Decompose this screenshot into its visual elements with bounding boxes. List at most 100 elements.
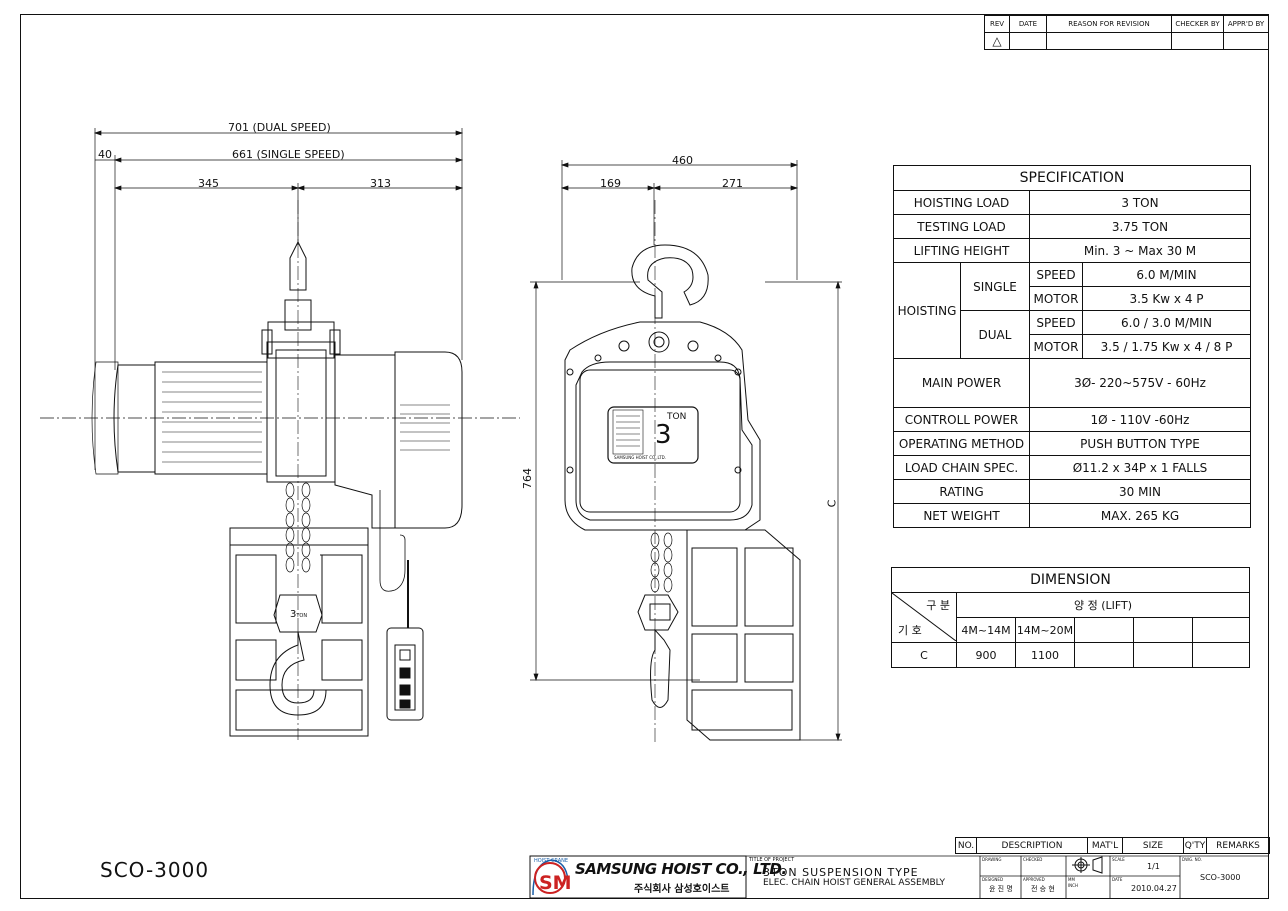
spec-label: MOTOR (1029, 286, 1083, 311)
dim-offset: 40 (98, 148, 112, 161)
spec-value: 6.0 M/MIN (1082, 262, 1251, 287)
dim-right: 313 (370, 177, 391, 190)
dimension-title: DIMENSION (891, 567, 1250, 593)
company-name-en: SAMSUNG HOIST CO., LTD. (575, 860, 787, 878)
dim-c: C (825, 499, 839, 508)
spec-label: NET WEIGHT (893, 503, 1030, 528)
dim-front-total: 460 (672, 154, 693, 167)
front-view-hoist (564, 244, 801, 741)
drawing-number: SCO-3000 (100, 858, 210, 882)
dim-single-speed: 661 (SINGLE SPEED) (232, 148, 345, 161)
dimension-val-empty (1074, 642, 1134, 668)
parts-header: SIZE (1122, 837, 1184, 854)
dimension-col-empty (1074, 617, 1134, 643)
parts-header: REMARKS (1206, 837, 1270, 854)
spec-value: 3.5 / 1.75 Kw x 4 / 8 P (1082, 334, 1251, 359)
dimension-gubun: 구 분 (926, 599, 950, 612)
spec-label: TESTING LOAD (893, 214, 1030, 239)
dim-dual-speed: 701 (DUAL SPEED) (228, 121, 331, 134)
spec-label: LIFTING HEIGHT (893, 238, 1030, 263)
spec-value: 6.0 / 3.0 M/MIN (1082, 310, 1251, 335)
projection-symbol-icon (1072, 856, 1103, 874)
spec-label: HOISTING (893, 262, 961, 359)
dimension-table: DIMENSION 구 분 기 호 양 정 (LIFT) 4M~14M 14M~… (891, 567, 1250, 668)
dimension-col-empty (1192, 617, 1250, 643)
spec-label: SPEED (1029, 262, 1083, 287)
rev-cell (1223, 32, 1269, 50)
project-title-1: 3TON SUSPENSION TYPE (763, 866, 919, 879)
approved-label: APPROVED (1023, 877, 1045, 882)
dimension-lift: 양 정 (LIFT) (956, 592, 1250, 618)
dwg-no-label: DWG. NO. (1182, 857, 1202, 862)
logo-letters: SM (539, 872, 572, 894)
front-view-dimensions (530, 160, 842, 745)
diagonal-line (892, 593, 956, 641)
project-label: TITLE OF PROJECT (749, 857, 795, 863)
title-block-lines (530, 855, 1269, 898)
spec-label: MAIN POWER (893, 358, 1030, 408)
spec-value: 1Ø - 110V -60Hz (1029, 407, 1251, 432)
spec-label: MOTOR (1029, 334, 1083, 359)
dimension-corner-cell: 구 분 기 호 (891, 592, 957, 643)
dim-left: 345 (198, 177, 219, 190)
dim-front-left: 169 (600, 177, 621, 190)
dimension-giho: 기 호 (898, 624, 922, 637)
spec-label: LOAD CHAIN SPEC. (893, 455, 1030, 480)
dimension-col-empty (1133, 617, 1193, 643)
company-name-kr: 주식회사 삼성호이스트 (634, 884, 730, 895)
dim-front-right: 271 (722, 177, 743, 190)
mm-label: MM (1068, 877, 1075, 882)
dim-height: 764 (521, 468, 534, 489)
parts-header: NO. (955, 837, 977, 854)
date-label: DATE (1112, 877, 1123, 882)
scale-value: 1/1 (1147, 862, 1160, 871)
parts-header-table: NO. DESCRIPTION MAT'L SIZE Q'TY REMARKS (955, 837, 1270, 854)
spec-label: HOISTING LOAD (893, 190, 1030, 215)
revision-table: REV DATE REASON FOR REVISION CHECKER BY … (984, 15, 1269, 50)
spec-value: PUSH BUTTON TYPE (1029, 431, 1251, 456)
designed-label: DESIGNED (982, 877, 1004, 882)
spec-label: DUAL (960, 310, 1030, 359)
dimension-col: 14M~20M (1015, 617, 1075, 643)
spec-value: Min. 3 ~ Max 30 M (1029, 238, 1251, 263)
spec-label: OPERATING METHOD (893, 431, 1030, 456)
designed-value: 윤 진 명 (989, 885, 1013, 893)
rev-triangle-icon: △ (984, 32, 1010, 50)
spec-value: MAX. 265 KG (1029, 503, 1251, 528)
logo-arc-text: HOIST CRANE (534, 858, 569, 864)
inch-label: INCH (1068, 883, 1078, 888)
spec-value: Ø11.2 x 34P x 1 FALLS (1029, 455, 1251, 480)
nameplate-ton: TON (667, 412, 687, 422)
spec-label: CONTROLL POWER (893, 407, 1030, 432)
spec-label: SPEED (1029, 310, 1083, 335)
dimension-col: 4M~14M (956, 617, 1016, 643)
parts-header: Q'TY (1183, 837, 1207, 854)
side-view-dimensions (40, 128, 520, 470)
parts-header: DESCRIPTION (976, 837, 1088, 854)
parts-header: MAT'L (1087, 837, 1123, 854)
spec-value: 3.5 Kw x 4 P (1082, 286, 1251, 311)
spec-value: 30 MIN (1029, 479, 1251, 504)
approved-value: 전 승 현 (1031, 885, 1055, 893)
dimension-val: 900 (956, 642, 1016, 668)
spec-value: 3 TON (1029, 190, 1251, 215)
dimension-row-label: C (891, 642, 957, 668)
dimension-val: 1100 (1015, 642, 1075, 668)
dimension-val-empty (1133, 642, 1193, 668)
spec-value: 3Ø- 220~575V - 60Hz (1029, 358, 1251, 408)
dimension-val-empty (1192, 642, 1250, 668)
nameplate-number: 3 (655, 420, 672, 450)
dwg-no-value: SCO-3000 (1200, 873, 1241, 882)
side-view-hoist (91, 200, 463, 740)
project-title-2: ELEC. CHAIN HOIST GENERAL ASSEMBLY (763, 878, 945, 888)
spec-value: 3.75 TON (1029, 214, 1251, 239)
spec-title: SPECIFICATION (893, 165, 1251, 191)
date-value: 2010.04.27 (1131, 884, 1177, 893)
scale-label: SCALE (1112, 857, 1125, 862)
spec-label: RATING (893, 479, 1030, 504)
nameplate-maker: SAMSUNG HOIST CO.,LTD. (614, 455, 667, 460)
checked-label: CHECKED (1023, 857, 1043, 862)
spec-label: SINGLE (960, 262, 1030, 311)
